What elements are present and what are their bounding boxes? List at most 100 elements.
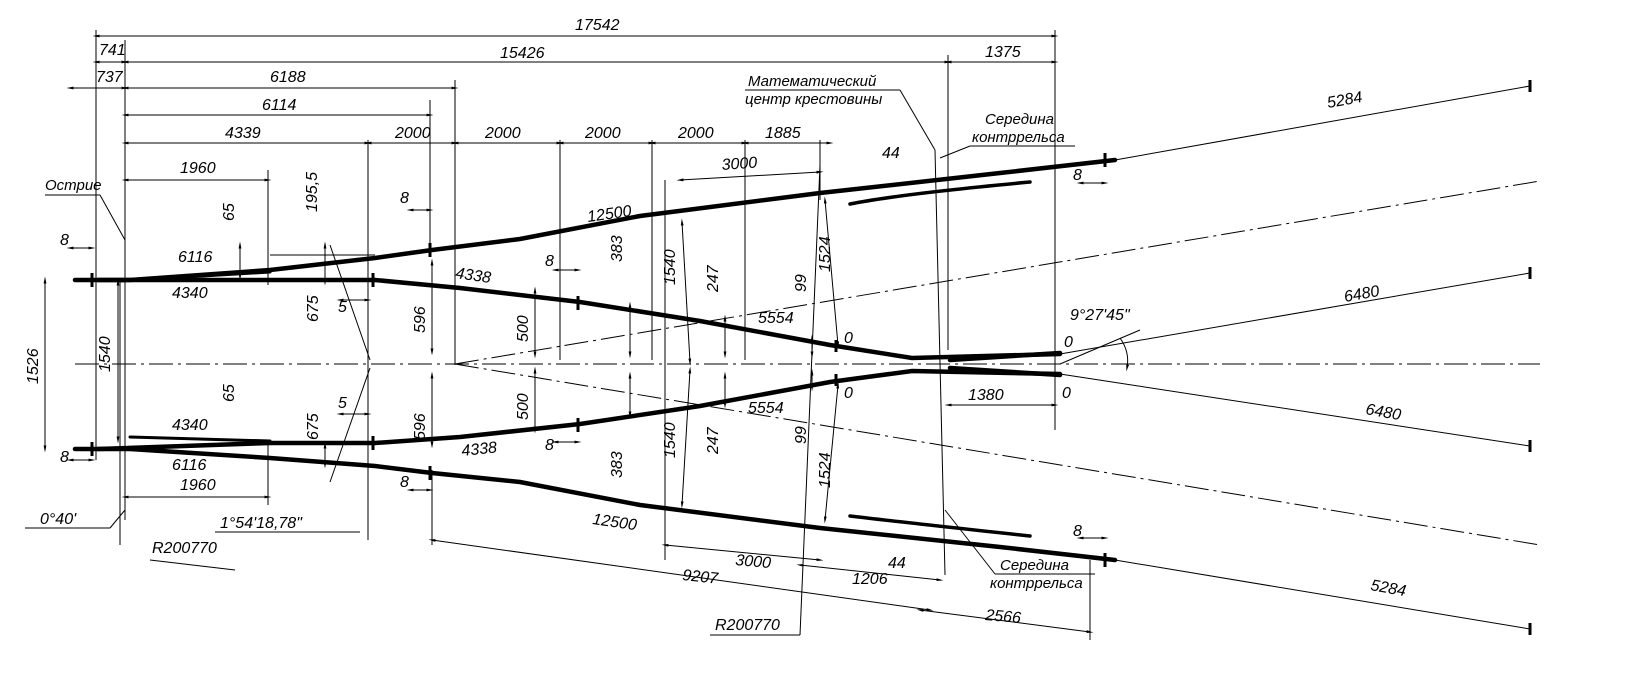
dim-8-upper-inner: 8 <box>545 253 554 270</box>
dim-1960-lower: 1960 <box>180 477 216 494</box>
dim-500-upper: 500 <box>515 315 532 342</box>
leader-lines <box>25 89 1095 636</box>
dim-0-right-top: 0 <box>1064 334 1073 351</box>
dim-596-upper: 596 <box>412 306 429 333</box>
dim-1524-upper: 1524 <box>817 236 834 272</box>
dim-1524-lower: 1524 <box>817 452 834 488</box>
dim-675-upper: 675 <box>305 295 322 322</box>
dim-8-upper-left: 8 <box>60 232 69 249</box>
center-lines <box>75 180 1541 546</box>
dim-12500-upper: 12500 <box>586 203 633 226</box>
dim-2000-d: 2000 <box>677 125 714 142</box>
dim-8-lower-mid: 8 <box>400 474 409 491</box>
guard-rail-top <box>848 180 1032 206</box>
dim-737: 737 <box>96 69 124 86</box>
dim-1540-gauge: 1540 <box>97 336 114 372</box>
math-center-label-line2: центр крестовины <box>745 91 882 108</box>
dim-247-lower: 247 <box>705 426 722 455</box>
frog-wing-top <box>947 350 1063 363</box>
dim-angle-main: 9°27'45" <box>1070 307 1131 324</box>
dim-383-lower: 383 <box>609 451 626 478</box>
callout-labels: Математический центр крестовины Середина… <box>45 73 1083 592</box>
dim-99-lower: 99 <box>793 426 810 444</box>
continuation-bottom-stock <box>1114 559 1531 630</box>
dim-2000-c: 2000 <box>584 125 621 142</box>
dim-5554-upper: 5554 <box>758 310 794 327</box>
dim-12500-lower: 12500 <box>591 511 638 534</box>
dim-6480-bottom: 6480 <box>1364 401 1402 424</box>
dim-radius-bottom: R200770 <box>715 617 780 634</box>
dim-0-upper: 0 <box>844 330 853 347</box>
dim-5284-bottom: 5284 <box>1369 577 1407 600</box>
frog-wing-bottom <box>947 365 1063 378</box>
continuation-top-stock <box>1114 85 1531 161</box>
dim-total: 17542 <box>575 17 620 34</box>
dim-44-top: 44 <box>882 145 900 162</box>
dim-2000-b: 2000 <box>484 125 521 142</box>
dim-8-right-top: 8 <box>1073 167 1082 184</box>
extension-lines <box>95 30 1091 640</box>
dim-675-lower: 675 <box>305 413 322 440</box>
guard-rail-bottom <box>848 514 1032 538</box>
dim-8-upper-mid: 8 <box>400 190 409 207</box>
lower-closure-rail <box>95 368 1063 452</box>
dim-6116-lower: 6116 <box>172 457 207 474</box>
dim-247-upper: 247 <box>705 264 722 293</box>
dim-0-lower: 0 <box>844 385 853 402</box>
dim-65-upper: 65 <box>221 203 238 221</box>
dim-4339: 4339 <box>225 125 261 142</box>
dim-1960-upper: 1960 <box>180 160 216 177</box>
dim-1380: 1380 <box>968 387 1004 404</box>
lower-stock-rail <box>72 446 1118 563</box>
dim-383-upper: 383 <box>609 235 626 262</box>
dim-2000-a: 2000 <box>394 125 431 142</box>
dim-0-right-bottom: 0 <box>1062 385 1071 402</box>
dim-44-bottom: 44 <box>888 555 906 572</box>
dim-2566: 2566 <box>984 607 1022 627</box>
guard-mid-top-label-line1: Середина <box>985 111 1054 128</box>
dim-1885: 1885 <box>765 125 801 142</box>
track-continuations <box>1059 80 1532 635</box>
dim-65-lower: 65 <box>221 384 238 402</box>
dim-angle-switch: 1°54'18,78" <box>220 515 303 532</box>
dim-1526: 1526 <box>25 348 42 384</box>
guard-mid-top-label-line2: контррельса <box>972 129 1065 146</box>
dim-596-lower: 596 <box>412 413 429 440</box>
dim-4340-lower: 4340 <box>172 417 208 434</box>
dim-angle-small: 0°40' <box>40 511 77 528</box>
continuation-bottom-diverging <box>1059 373 1531 447</box>
dim-5284-top: 5284 <box>1326 89 1364 112</box>
continuation-top-diverging <box>1059 272 1531 355</box>
dim-6116-upper: 6116 <box>178 249 213 266</box>
dim-1206: 1206 <box>852 571 888 588</box>
lower-point-rail <box>128 435 272 443</box>
dim-5-upper: 5 <box>338 299 347 316</box>
dim-8-lower-left: 8 <box>60 449 69 466</box>
dim-3000-bottom: 3000 <box>735 552 772 572</box>
dim-741: 741 <box>99 42 126 59</box>
dim-4340-upper: 4340 <box>172 285 208 302</box>
dimension-labels: 17542 741 15426 1375 737 6188 6114 4339 … <box>25 17 1407 634</box>
guard-mid-bottom-label-line1: Середина <box>1000 557 1069 574</box>
dim-4338-lower: 4338 <box>461 439 498 460</box>
dim-99-upper: 99 <box>793 274 810 292</box>
rail-joints <box>90 153 1107 567</box>
switch-point-label: Острие <box>45 177 102 194</box>
dim-195-5: 195,5 <box>304 172 321 212</box>
diverging-axis-bottom <box>454 363 1541 546</box>
dim-8-lower-inner: 8 <box>545 437 554 454</box>
dim-1540-upper: 1540 <box>662 249 679 285</box>
upper-closure-rail <box>95 277 1063 361</box>
dim-500-lower: 500 <box>515 393 532 420</box>
dim-1375: 1375 <box>985 44 1021 61</box>
dim-5554-lower: 5554 <box>748 400 784 417</box>
dim-9207: 9207 <box>682 567 720 588</box>
guard-mid-bottom-label-line2: контррельса <box>990 575 1083 592</box>
upper-point-rail <box>116 270 272 283</box>
dim-4338-upper: 4338 <box>454 265 492 287</box>
dimension-lines <box>43 34 1141 633</box>
dim-6188: 6188 <box>270 69 306 86</box>
dim-6480-top: 6480 <box>1343 283 1381 306</box>
dim-radius-left: R200770 <box>152 540 217 557</box>
